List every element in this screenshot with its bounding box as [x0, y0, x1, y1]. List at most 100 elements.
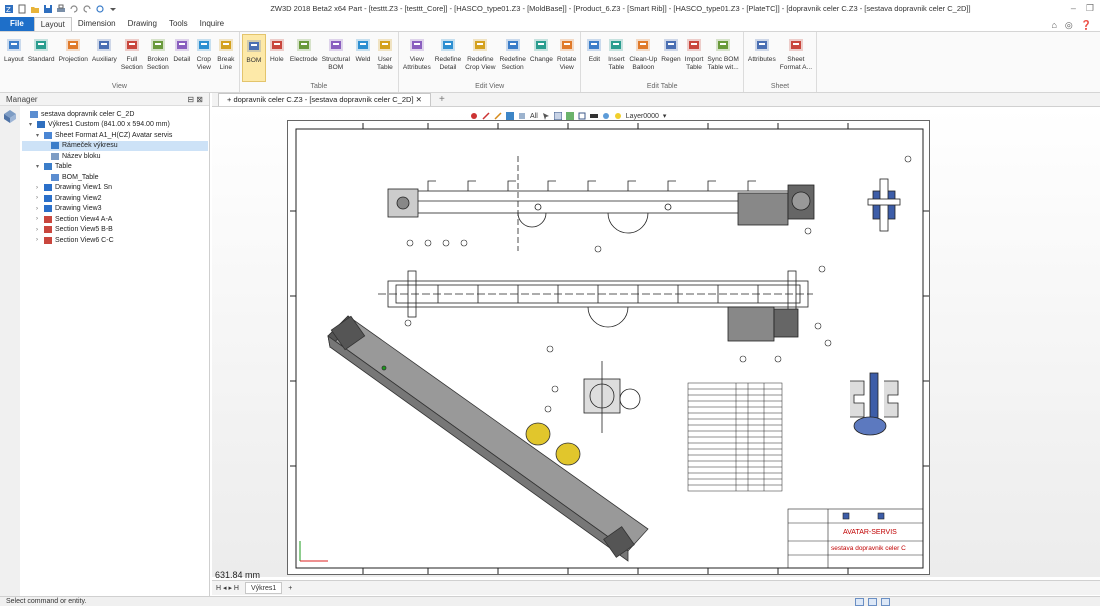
tab-drawing[interactable]: Drawing [127, 19, 157, 28]
weld-table-button[interactable]: Weld [352, 34, 374, 82]
tab-layout[interactable]: Layout [33, 17, 72, 31]
home-icon[interactable]: ⌂ [1051, 20, 1057, 30]
new-tab-button[interactable]: + [438, 94, 445, 105]
drawing-sheet[interactable]: AVATAR-SERVIS sestava dopravnik celer C [287, 120, 930, 575]
sync-bom-button[interactable]: Sync BOM Table wit... [705, 34, 741, 82]
tree-item[interactable]: ▾Výkres1 Custom (841.00 x 594.00 mm) [22, 120, 208, 131]
minimize-icon[interactable]: – [1070, 3, 1076, 13]
tree-item[interactable]: ›Drawing View1 Sn [22, 183, 208, 194]
tab-dimension[interactable]: Dimension [77, 19, 116, 28]
dropdown-arrow-icon[interactable] [108, 4, 118, 14]
expand-arrow-icon[interactable]: ▾ [29, 122, 33, 129]
status-view-icon-2[interactable] [868, 597, 877, 606]
tab-tools[interactable]: Tools [168, 19, 188, 28]
collapse-arrow-icon[interactable]: › [36, 226, 38, 233]
quick-access-toolbar: Z [0, 4, 170, 14]
redefine-section-button[interactable]: Redefine Section [497, 34, 527, 82]
collapse-arrow-icon[interactable]: › [36, 205, 38, 212]
tree-item[interactable]: ›Section View4 A-A [22, 214, 208, 225]
open-file-icon[interactable] [30, 4, 40, 14]
manager-side-icon[interactable] [0, 106, 20, 126]
user-table-button[interactable]: User Table [374, 34, 396, 82]
render-mode-icon[interactable] [506, 112, 514, 120]
attributes-button[interactable]: Attributes [746, 34, 778, 82]
insert-table-button[interactable]: Insert Table [605, 34, 627, 82]
expand-arrow-icon[interactable]: ▾ [36, 164, 40, 171]
bom-button[interactable]: BOM [241, 34, 266, 82]
redefine-crop-button[interactable]: Redefine Crop View [463, 34, 497, 82]
redefine-detail-button[interactable]: Redefine Detail [433, 34, 463, 82]
change-button[interactable]: Change [528, 34, 555, 82]
electrode-table-button[interactable]: Electrode [288, 34, 320, 82]
collapse-arrow-icon[interactable]: › [36, 195, 38, 202]
tree-item[interactable]: ›Section View5 B-B [22, 225, 208, 236]
view-target-icon[interactable] [470, 112, 478, 120]
line-type-icon[interactable] [602, 112, 610, 120]
expand-arrow-icon[interactable]: ▾ [36, 132, 40, 139]
tab-file[interactable]: File [0, 17, 34, 31]
undo-icon[interactable] [69, 4, 79, 14]
redo-icon[interactable] [82, 4, 92, 14]
full-section-button[interactable]: Full Section [119, 34, 145, 82]
import-table-icon [687, 39, 702, 51]
tab-inquire[interactable]: Inquire [199, 19, 225, 28]
tree-item[interactable]: sestava dopravnik celer C_2D [22, 109, 208, 120]
layout-button[interactable]: Layout [2, 34, 26, 82]
tree-item[interactable]: Rámeček výkresu [22, 140, 208, 151]
structural-bom-button[interactable]: Structural BOM [320, 34, 352, 82]
snap-icon[interactable] [565, 112, 574, 120]
edit-table-button[interactable]: Edit [583, 34, 605, 82]
settings-icon[interactable]: ◎ [1064, 20, 1073, 30]
document-tab[interactable]: + dopravnik celer C.Z3 - [sestava doprav… [218, 93, 431, 106]
display-mode-icon[interactable] [518, 112, 526, 120]
ribbon-button-label: Rotate View [556, 56, 577, 71]
add-sheet-button[interactable]: + [288, 584, 293, 592]
tree-item[interactable]: Název bloku [22, 151, 208, 162]
grid-icon[interactable] [553, 112, 562, 120]
detail-view-button[interactable]: Detail [171, 34, 193, 82]
pick-filter-icon[interactable] [542, 112, 550, 120]
status-view-icon-1[interactable] [855, 597, 864, 606]
regen-small-icon[interactable] [95, 4, 105, 14]
tree-item[interactable]: ›Drawing View2 [22, 193, 208, 204]
tree-item[interactable]: ▾Table [22, 162, 208, 173]
tree-item[interactable]: ›Drawing View3 [22, 204, 208, 215]
new-file-icon[interactable] [17, 4, 27, 14]
view-attributes-button[interactable]: View Attributes [401, 34, 433, 82]
print-icon[interactable] [56, 4, 66, 14]
auxiliary-view-button[interactable]: Auxiliary [90, 34, 119, 82]
projection-button[interactable]: Projection [57, 34, 90, 82]
status-view-icon-3[interactable] [881, 597, 890, 606]
pencil-icon[interactable] [494, 112, 502, 120]
close-tab-icon[interactable]: ✕ [415, 95, 422, 104]
layer-dropdown-icon[interactable]: ▾ [662, 113, 667, 120]
light-bulb-icon[interactable] [614, 112, 622, 120]
import-table-button[interactable]: Import Table [683, 34, 706, 82]
hole-table-button[interactable]: Hole [266, 34, 288, 82]
cleanup-balloon-button[interactable]: Clean-Up Balloon [627, 34, 659, 82]
rotate-view-button[interactable]: Rotate View [555, 34, 578, 82]
sketch-pen-icon[interactable] [482, 112, 490, 120]
filter-label[interactable]: All [530, 112, 538, 120]
tree-item[interactable]: ›Section View6 C-C [22, 235, 208, 246]
restore-icon[interactable]: ❐ [1085, 3, 1094, 13]
bounds-icon[interactable] [578, 112, 586, 120]
broken-section-button[interactable]: Broken Section [145, 34, 171, 82]
regen-button[interactable]: Regen [659, 34, 682, 82]
save-icon[interactable] [43, 4, 53, 14]
panel-pin-icon[interactable]: ⊟ ⊠ [187, 94, 203, 104]
help-icon[interactable]: ❓ [1080, 20, 1092, 30]
color-icon[interactable] [589, 112, 598, 120]
crop-view-button[interactable]: Crop View [193, 34, 215, 82]
collapse-arrow-icon[interactable]: › [36, 237, 38, 244]
tree-item[interactable]: BOM_Table [22, 172, 208, 183]
break-line-button[interactable]: Break Line [215, 34, 237, 82]
layer-selector[interactable]: Layer0000 [625, 112, 659, 120]
sheet-format-button[interactable]: Sheet Format A... [778, 34, 814, 82]
tree-item[interactable]: ▾Sheet Format A1_H(CZ) Avatar servis [22, 130, 208, 141]
sheet-nav-icon[interactable]: H ◂ ▸ H [216, 585, 239, 592]
sheet-tab[interactable]: Výkres1 [244, 582, 283, 594]
standard-view-button[interactable]: Standard [26, 34, 57, 82]
collapse-arrow-icon[interactable]: › [36, 216, 38, 223]
collapse-arrow-icon[interactable]: › [36, 184, 38, 191]
